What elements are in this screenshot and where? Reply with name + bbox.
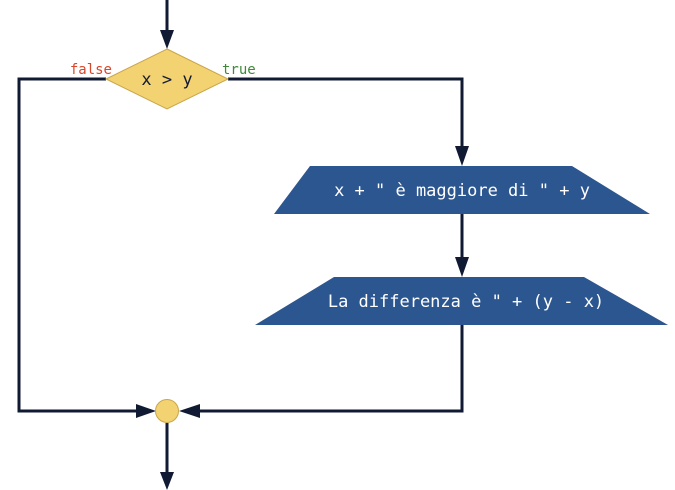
output-node-1[interactable]: x + " è maggiore di " + y bbox=[274, 166, 650, 214]
output-trapezoid bbox=[255, 277, 668, 325]
edge-entry bbox=[160, 0, 174, 49]
true-branch-label: true bbox=[222, 62, 256, 78]
output-label: x + " è maggiore di " + y bbox=[334, 181, 590, 201]
edge-exit bbox=[160, 423, 174, 490]
decision-label: x > y bbox=[141, 70, 192, 90]
decision-node[interactable]: x > y bbox=[104, 48, 230, 110]
output-node-2[interactable]: La differenza è " + (y - x) bbox=[255, 277, 668, 325]
output-label: La differenza è " + (y - x) bbox=[328, 292, 604, 312]
false-branch-label: false bbox=[70, 62, 112, 78]
merge-junction bbox=[155, 399, 179, 423]
edge-true-branch bbox=[228, 77, 469, 166]
edge-false-branch bbox=[17, 77, 156, 418]
decision-diamond bbox=[104, 48, 230, 110]
edge-output2-to-junction bbox=[179, 325, 464, 418]
edge-output1-to-output2 bbox=[455, 214, 469, 277]
output-trapezoid bbox=[274, 166, 650, 214]
